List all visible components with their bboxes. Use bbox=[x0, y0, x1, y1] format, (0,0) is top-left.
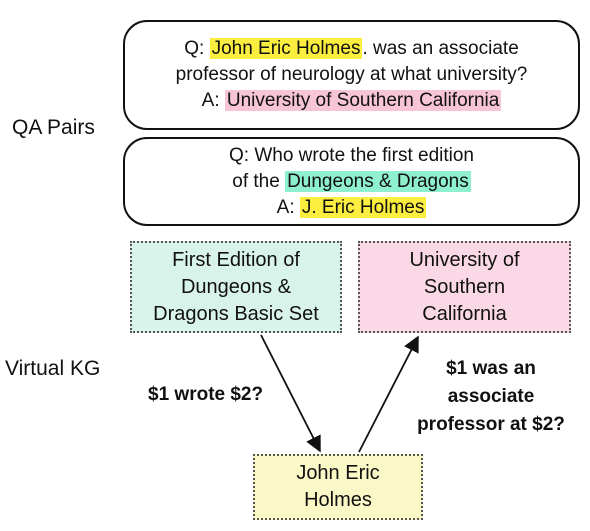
edge-label-professor: $1 was an associate professor at $2? bbox=[400, 355, 582, 439]
qa2-question-entity: Dungeons & Dragons bbox=[285, 170, 471, 192]
qa1-q-prefix: Q: bbox=[184, 38, 210, 59]
qa1-answer: A: University of Southern California bbox=[202, 88, 502, 114]
edge-label-wrote: $1 wrote $2? bbox=[148, 384, 264, 405]
node-dnd-line: Dragons Basic Set bbox=[153, 302, 319, 325]
node-john-eric-holmes: John Eric Holmes bbox=[253, 454, 423, 520]
edge-wrote-arrow bbox=[260, 334, 321, 453]
qa2-q-prefix: of the bbox=[232, 170, 286, 192]
node-holmes-line: John Eric bbox=[296, 462, 380, 484]
node-usc-line: University of bbox=[409, 248, 520, 271]
qa1-question-line1: Q: John Eric Holmes. was an associate bbox=[184, 36, 519, 62]
qa2-answer-entity: J. Eric Holmes bbox=[299, 196, 427, 218]
qa1-answer-entity: University of Southern California bbox=[224, 90, 502, 111]
node-usc: University of Southern California bbox=[358, 241, 571, 333]
qa-pairs-label: QA Pairs bbox=[12, 116, 95, 139]
node-usc-line: California bbox=[422, 302, 507, 325]
qa2-answer: A: J. Eric Holmes bbox=[277, 195, 427, 221]
qa1-q-rest: . was an associate bbox=[362, 38, 519, 59]
edge-professor-line: associate bbox=[447, 386, 535, 407]
node-holmes-line: Holmes bbox=[304, 489, 372, 511]
qa1-a-prefix: A: bbox=[201, 90, 225, 111]
qa1-question-line2: professor of neurology at what universit… bbox=[175, 64, 528, 85]
node-dnd-line: Dungeons & bbox=[180, 275, 292, 298]
node-usc-line: Southern bbox=[423, 275, 506, 298]
qa2-question-line1: Q: Who wrote the first edition bbox=[229, 144, 474, 166]
qa1-question-entity: John Eric Holmes bbox=[209, 38, 363, 59]
qa2-question-line2: of the Dungeons & Dragons bbox=[232, 169, 471, 195]
qa2-a-prefix: A: bbox=[276, 196, 300, 218]
node-dnd-line: First Edition of bbox=[172, 248, 300, 271]
edge-professor-line: professor at $2? bbox=[417, 414, 565, 435]
edge-professor-line: $1 was an bbox=[446, 358, 536, 379]
virtual-kg-label: Virtual KG bbox=[5, 357, 101, 380]
qa-pair-1: Q: John Eric Holmes. was an associate pr… bbox=[123, 20, 580, 130]
edge-professor-arrow bbox=[358, 335, 419, 453]
qa-pair-2: Q: Who wrote the first edition of the Du… bbox=[123, 137, 580, 226]
node-dungeons-dragons: First Edition of Dungeons & Dragons Basi… bbox=[130, 241, 342, 333]
